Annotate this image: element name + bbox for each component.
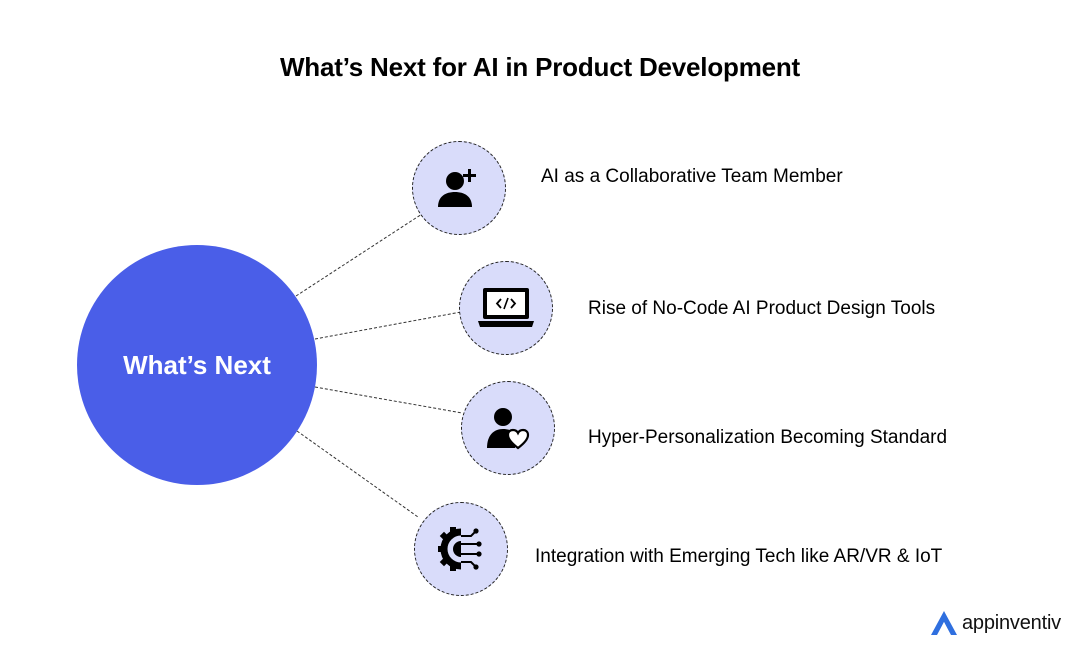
node-emerging-tech: [414, 502, 508, 596]
node-no-code-tools: [459, 261, 553, 355]
item-label-1: AI as a Collaborative Team Member: [541, 166, 843, 187]
hub-label: What’s Next: [123, 349, 271, 380]
connector-line-4: [296, 430, 419, 518]
item-label-2: Rise of No-Code AI Product Design Tools: [588, 298, 936, 319]
connector-line-1: [295, 213, 423, 297]
connector-line-3: [314, 386, 463, 414]
laptop-code-icon: [478, 288, 534, 327]
user-plus-icon: [438, 169, 476, 207]
brand-name: appinventiv: [962, 611, 1061, 634]
node-collaborative-team-member: [412, 141, 506, 235]
gear-circuit-icon: [438, 527, 482, 571]
item-label-4: Integration with Emerging Tech like AR/V…: [535, 546, 943, 567]
appinventiv-logo-icon: [931, 611, 957, 635]
item-label-3: Hyper-Personalization Becoming Standard: [588, 427, 948, 448]
connector-line-2: [314, 311, 462, 340]
user-heart-icon: [487, 408, 530, 450]
hub-circle: What’s Next: [77, 245, 317, 485]
brand-logo: appinventiv: [930, 610, 1061, 636]
page-title: What’s Next for AI in Product Developmen…: [279, 52, 801, 82]
node-hyper-personalization: [461, 381, 555, 475]
